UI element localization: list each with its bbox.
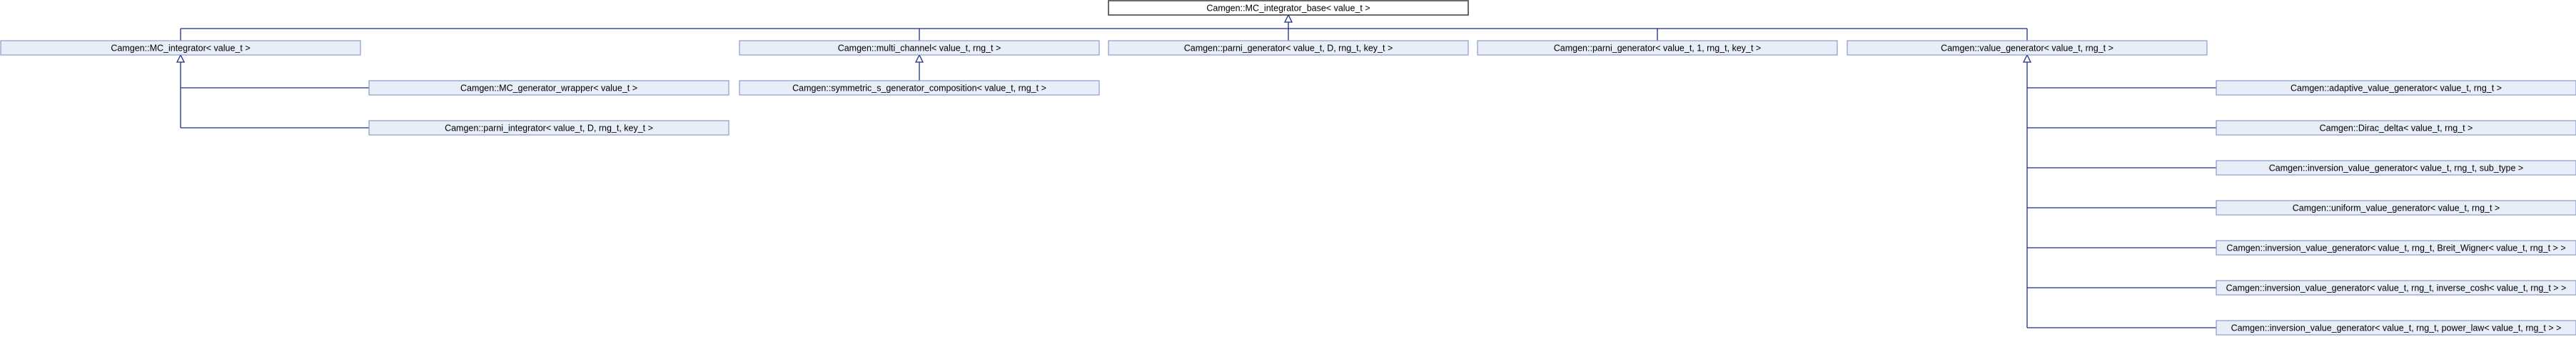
node-group-4[interactable]: Camgen::value_generator< value_t, rng_t … (1847, 40, 2208, 56)
node-group-1-box (739, 40, 1100, 56)
node-group-0[interactable]: Camgen::MC_integrator< value_t > (0, 40, 361, 56)
node-group-1-child-0[interactable]: Camgen::symmetric_s_generator_compositio… (739, 80, 1100, 96)
node-group-0-child-0[interactable]: Camgen::MC_generator_wrapper< value_t > (368, 80, 729, 96)
node-group-3-label: Camgen::parni_generator< value_t, 1, rng… (1554, 44, 1761, 54)
node-group-4-child-4-box (2216, 240, 2576, 256)
node-group-1-child-0-box (739, 80, 1100, 96)
node-group-4-child-1-box (2216, 120, 2576, 136)
node-group-1-child-0-label: Camgen::symmetric_s_generator_compositio… (792, 84, 1046, 94)
node-group-1[interactable]: Camgen::multi_channel< value_t, rng_t > (739, 40, 1100, 56)
node-group-4-child-2-box (2216, 160, 2576, 176)
arrow-group-4 (2022, 54, 2032, 63)
node-group-4-child-5[interactable]: Camgen::inversion_value_generator< value… (2216, 280, 2576, 296)
node-group-1-label: Camgen::multi_channel< value_t, rng_t > (838, 44, 1001, 54)
node-group-4-child-3-box (2216, 200, 2576, 216)
node-group-2-label: Camgen::parni_generator< value_t, D, rng… (1184, 44, 1393, 54)
node-group-4-child-4-label: Camgen::inversion_value_generator< value… (2226, 243, 2565, 253)
node-group-4-child-6-box (2216, 320, 2576, 336)
node-group-2[interactable]: Camgen::parni_generator< value_t, D, rng… (1108, 40, 1469, 56)
node-group-4-child-0-label: Camgen::adaptive_value_generator< value_… (2290, 84, 2502, 94)
node-root[interactable]: Camgen::MC_integrator_base< value_t > (1108, 0, 1469, 16)
node-group-4-child-1[interactable]: Camgen::Dirac_delta< value_t, rng_t > (2216, 120, 2576, 136)
node-group-3-box (1477, 40, 1838, 56)
node-group-0-child-0-label: Camgen::MC_generator_wrapper< value_t > (460, 84, 637, 94)
node-group-0-child-0-box (368, 80, 729, 96)
node-group-4-child-0[interactable]: Camgen::adaptive_value_generator< value_… (2216, 80, 2576, 96)
node-group-4-label: Camgen::value_generator< value_t, rng_t … (1941, 44, 2113, 54)
node-group-4-child-2[interactable]: Camgen::inversion_value_generator< value… (2216, 160, 2576, 176)
node-group-3[interactable]: Camgen::parni_generator< value_t, 1, rng… (1477, 40, 1838, 56)
node-group-4-child-6[interactable]: Camgen::inversion_value_generator< value… (2216, 320, 2576, 336)
node-group-0-child-1-label: Camgen::parni_integrator< value_t, D, rn… (445, 124, 653, 134)
node-group-2-box (1108, 40, 1469, 56)
node-root-box (1108, 0, 1469, 16)
node-group-4-child-0-box (2216, 80, 2576, 96)
node-group-4-child-5-box (2216, 280, 2576, 296)
node-group-4-child-1-label: Camgen::Dirac_delta< value_t, rng_t > (2320, 124, 2473, 134)
node-group-4-child-3-label: Camgen::uniform_value_generator< value_t… (2293, 203, 2500, 213)
node-group-0-label: Camgen::MC_integrator< value_t > (111, 44, 250, 54)
node-root-label: Camgen::MC_integrator_base< value_t > (1206, 4, 1370, 14)
node-group-0-box (0, 40, 361, 56)
node-group-4-child-5-label: Camgen::inversion_value_generator< value… (2226, 283, 2567, 293)
node-group-4-child-2-label: Camgen::inversion_value_generator< value… (2269, 164, 2523, 173)
node-group-4-box (1847, 40, 2208, 56)
arrow-root (1283, 14, 1293, 23)
node-group-4-child-6-label: Camgen::inversion_value_generator< value… (2231, 323, 2562, 333)
arrow-group-0 (176, 54, 186, 63)
node-group-0-child-1-box (368, 120, 729, 136)
node-group-4-child-4[interactable]: Camgen::inversion_value_generator< value… (2216, 240, 2576, 256)
edges-layer (176, 14, 2216, 328)
arrow-group-1 (914, 54, 924, 63)
node-group-0-child-1[interactable]: Camgen::parni_integrator< value_t, D, rn… (368, 120, 729, 136)
node-group-4-child-3[interactable]: Camgen::uniform_value_generator< value_t… (2216, 200, 2576, 216)
